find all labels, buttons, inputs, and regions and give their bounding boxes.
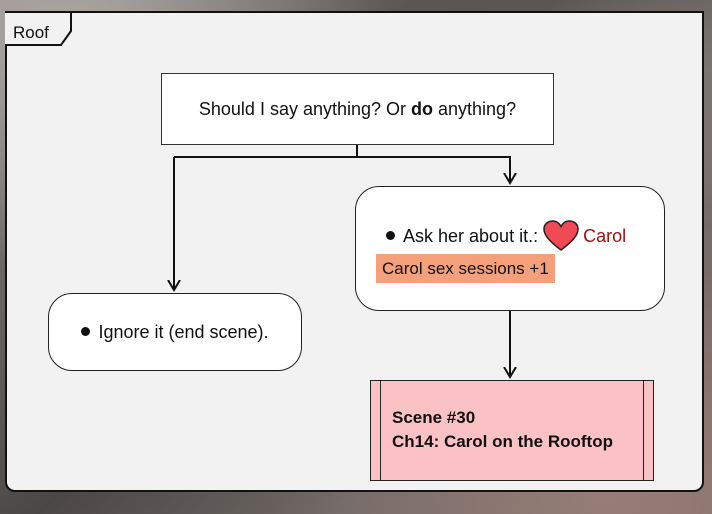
choice-ask-text: Ask her about it.:	[403, 225, 539, 246]
scene-text: Scene #30 Ch14: Carol on the Rooftop	[392, 406, 613, 454]
question-node: Should I say anything? Or do anything?	[161, 73, 554, 145]
effect-badge: Carol sex sessions +1	[376, 254, 555, 283]
edge-split-to-ask	[174, 156, 510, 183]
heart-icon	[543, 220, 579, 251]
question-text-before: Should I say anything? Or	[198, 98, 412, 119]
scene-title: Ch14: Carol on the Rooftop	[392, 432, 613, 451]
character-name: Carol	[583, 225, 627, 246]
bullet-icon	[386, 230, 395, 240]
question-emphasis: do	[411, 98, 434, 119]
question-text: Should I say anything? Or do anything?	[199, 99, 516, 120]
scene-number: Scene #30	[392, 408, 476, 427]
question-text-after: anything?	[433, 98, 517, 119]
scene-left-bar	[380, 381, 381, 480]
choice-ignore-node[interactable]: Ignore it (end scene).	[48, 293, 302, 371]
tab-outline	[5, 11, 72, 46]
scene-right-bar	[643, 381, 644, 480]
frame-label: Roof	[13, 23, 49, 42]
bullet-icon	[81, 326, 91, 336]
choice-ignore-text: Ignore it (end scene).	[98, 321, 269, 342]
choice-ask-line: Ask her about it.: Carol	[386, 220, 626, 252]
choice-ask-node[interactable]: Ask her about it.: Carol Carol sex sessi…	[355, 186, 665, 311]
scene-node[interactable]: Scene #30 Ch14: Carol on the Rooftop	[370, 380, 654, 481]
